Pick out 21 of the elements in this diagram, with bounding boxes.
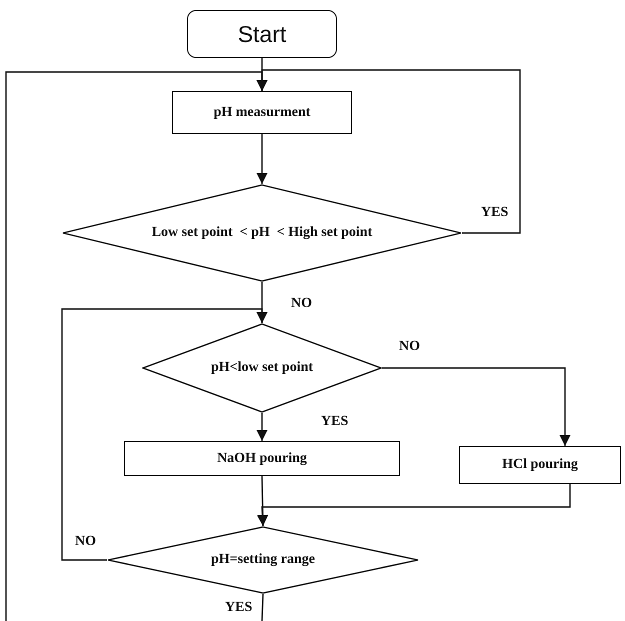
arrow bbox=[256, 484, 571, 526]
node-label: pH=setting range bbox=[210, 552, 316, 568]
node-label: NaOH pouring bbox=[217, 450, 307, 466]
arrow bbox=[256, 134, 268, 184]
process-box bbox=[172, 91, 352, 134]
node-label: pH measurment bbox=[214, 104, 310, 120]
node-label: pH<low set point bbox=[210, 360, 314, 376]
node-label: HCl pouring bbox=[502, 457, 578, 473]
start-terminal bbox=[187, 10, 337, 58]
arrow bbox=[256, 413, 268, 441]
arrow bbox=[257, 476, 268, 526]
decision-diamond bbox=[62, 184, 462, 282]
arrow bbox=[61, 308, 268, 561]
arrow bbox=[382, 367, 570, 446]
arrow bbox=[5, 71, 268, 621]
node-label: Low set point < pH < High set point bbox=[152, 225, 372, 241]
node-label: Start bbox=[238, 20, 286, 48]
process-box bbox=[124, 441, 400, 476]
process-box bbox=[459, 446, 621, 484]
decision-diamond bbox=[107, 526, 419, 594]
decision-diamond bbox=[142, 323, 382, 413]
